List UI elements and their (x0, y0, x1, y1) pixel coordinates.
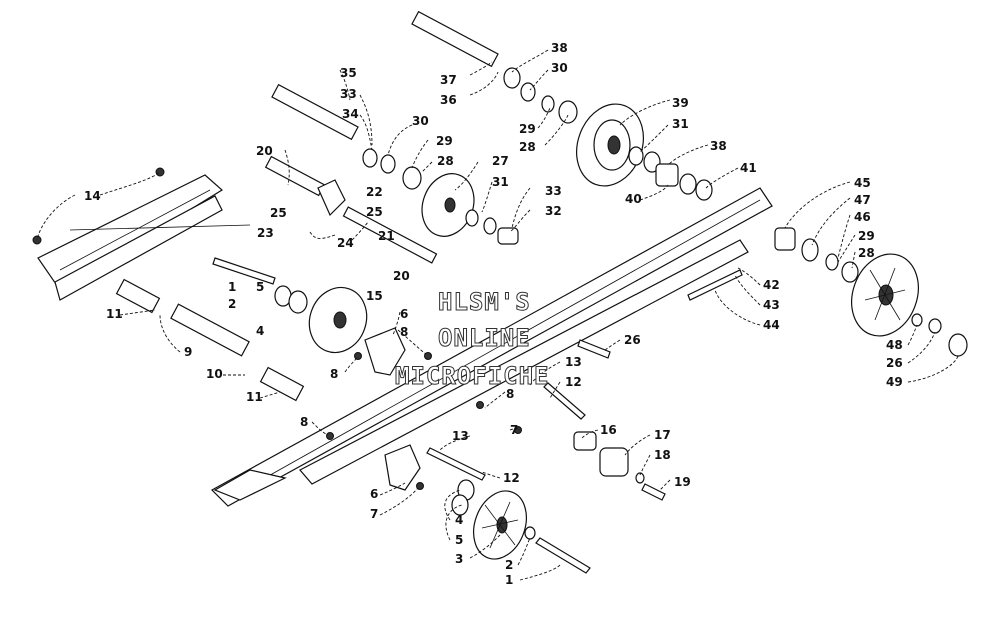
small-parts (274, 67, 968, 540)
callout-23: 23 (257, 226, 274, 240)
callout-43: 43 (763, 298, 780, 312)
callout-29c: 29 (858, 229, 875, 243)
callout-5: 5 (455, 533, 463, 547)
callout-44: 44 (763, 318, 780, 332)
callout-26b: 26 (624, 333, 641, 347)
callout-4: 4 (455, 513, 463, 527)
callout-42: 42 (763, 278, 780, 292)
callout-19: 19 (674, 475, 691, 489)
callout-30b: 30 (551, 61, 568, 75)
callout-32: 32 (545, 204, 562, 218)
right-slide-rail (211, 187, 773, 507)
callout-37: 37 (440, 73, 457, 87)
watermark-line3: MICROFICHE (395, 362, 550, 390)
shafts (69, 10, 499, 402)
callout-14: 14 (84, 189, 101, 203)
callout-47: 47 (854, 193, 871, 207)
callout-27: 27 (492, 154, 509, 168)
wheel-39 (576, 103, 644, 187)
callout-6b: 6 (400, 307, 408, 321)
callout-20: 20 (256, 144, 273, 158)
callout-40: 40 (625, 192, 642, 206)
callout-2: 2 (505, 558, 513, 572)
callout-33: 33 (340, 87, 357, 101)
callout-12b: 12 (503, 471, 520, 485)
callout-8b: 8 (400, 325, 408, 339)
callout-33b: 33 (545, 184, 562, 198)
callout-12: 12 (565, 375, 582, 389)
callout-9: 9 (184, 345, 192, 359)
callout-25: 25 (270, 206, 287, 220)
callout-18: 18 (654, 448, 671, 462)
callout-38: 38 (551, 41, 568, 55)
brackets (317, 179, 421, 491)
callout-35: 35 (340, 66, 357, 80)
wheel-46 (851, 253, 919, 337)
callout-13b: 13 (452, 429, 469, 443)
callout-39: 39 (672, 96, 689, 110)
callout-labels: 14 20 25 23 24 21 20 22 25 35 33 34 30 2… (84, 41, 903, 587)
callout-30: 30 (412, 114, 429, 128)
callout-6: 6 (370, 487, 378, 501)
callout-29: 29 (436, 134, 453, 148)
callout-11: 11 (106, 307, 123, 321)
callout-26: 26 (886, 356, 903, 370)
callout-10: 10 (206, 367, 223, 381)
callout-22: 22 (366, 185, 383, 199)
watermark-line2: ONLINE (438, 324, 531, 352)
callout-31: 31 (492, 175, 509, 189)
callout-4b: 4 (256, 324, 264, 338)
callout-8: 8 (300, 415, 308, 429)
callout-28c: 28 (858, 246, 875, 260)
callout-25b: 25 (366, 205, 383, 219)
callout-29b: 29 (519, 122, 536, 136)
callout-11b: 11 (246, 390, 263, 404)
callout-28: 28 (437, 154, 454, 168)
callout-24: 24 (337, 236, 354, 250)
watermark: HLSM'S ONLINE MICROFICHE (395, 288, 550, 391)
callout-2b: 2 (228, 297, 236, 311)
callout-20b: 20 (393, 269, 410, 283)
callout-8a: 8 (506, 387, 514, 401)
callout-48: 48 (886, 338, 903, 352)
callout-49: 49 (886, 375, 903, 389)
left-slide-rail (37, 174, 224, 301)
callout-13: 13 (565, 355, 582, 369)
callout-21: 21 (378, 229, 395, 243)
callout-46: 46 (854, 210, 871, 224)
wheel-15 (308, 286, 368, 354)
callout-31b: 31 (672, 117, 689, 131)
callout-15: 15 (366, 289, 383, 303)
wheel-3 (473, 490, 527, 560)
callout-1: 1 (505, 573, 513, 587)
callout-16: 16 (600, 423, 617, 437)
callout-36: 36 (440, 93, 457, 107)
callout-45: 45 (854, 176, 871, 190)
callout-28b: 28 (519, 140, 536, 154)
callout-8c: 8 (330, 367, 338, 381)
callout-38b: 38 (710, 139, 727, 153)
callout-3: 3 (455, 552, 463, 566)
callout-34: 34 (342, 107, 359, 121)
callout-5b: 5 (256, 280, 264, 294)
callout-7: 7 (370, 507, 378, 521)
callout-1b: 1 (228, 280, 236, 294)
callout-7a: 7 (510, 423, 518, 437)
leader-lines (36, 49, 959, 581)
callout-17: 17 (654, 428, 671, 442)
watermark-line1: HLSM'S (438, 288, 531, 316)
callout-41: 41 (740, 161, 757, 175)
wheel-27 (421, 173, 475, 237)
